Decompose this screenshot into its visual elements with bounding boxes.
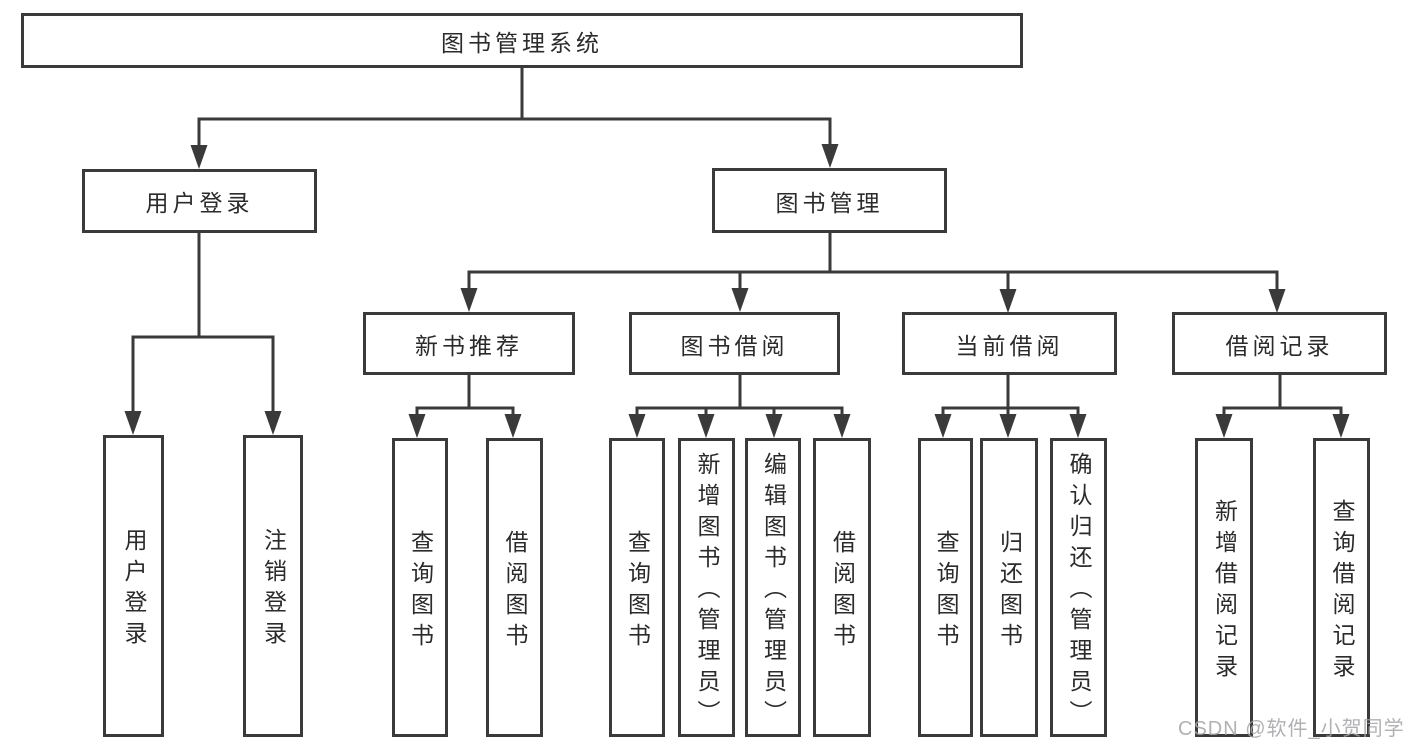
arrowhead-icon — [460, 288, 478, 312]
edge-root-to-level2 — [197, 66, 832, 152]
node-book-management: 图书管理 — [712, 168, 947, 233]
node-user-login: 用户登录 — [82, 169, 317, 233]
arrowhead-icon — [190, 145, 208, 169]
leaf-borrow-query-books: 查询图书 — [609, 438, 665, 737]
leaf-borrow-edit-books-admin: 编辑图书（管理员） — [745, 438, 801, 737]
edge-records-to-leaves — [1222, 373, 1343, 421]
leaf-borrow-add-books-admin: 新增图书（管理员） — [678, 438, 735, 737]
leaf-newrec-query-books: 查询图书 — [392, 438, 448, 737]
arrowhead-icon — [504, 414, 522, 438]
arrowhead-icon — [1332, 414, 1350, 438]
edge-newrec-to-leaves — [415, 373, 515, 421]
arrowhead-icon — [628, 414, 646, 438]
leaf-borrow-borrow-books: 借阅图书 — [813, 438, 871, 737]
arrowhead-icon — [934, 414, 952, 438]
arrowhead-icon — [1215, 414, 1233, 438]
arrowhead-icon — [731, 288, 749, 312]
csdn-watermark: CSDN @软件_小贺同学 — [1178, 718, 1405, 740]
node-book-borrow: 图书借阅 — [629, 312, 840, 375]
arrowhead-icon — [1268, 289, 1286, 313]
leaf-records-add-record: 新增借阅记录 — [1195, 438, 1253, 737]
leaf-user-login: 用户登录 — [103, 435, 164, 737]
arrowhead-icon — [1069, 414, 1087, 438]
edge-borrow-to-leaves — [635, 373, 844, 421]
node-new-book-recommend: 新书推荐 — [363, 312, 575, 375]
arrowhead-icon — [999, 289, 1017, 313]
node-current-borrow: 当前借阅 — [902, 312, 1117, 375]
leaf-current-confirm-return-admin: 确认归还（管理员） — [1050, 438, 1107, 737]
edge-bookmgmt-to-level3 — [467, 231, 1279, 296]
arrowhead-icon — [821, 144, 839, 168]
arrowhead-icon — [999, 414, 1017, 438]
arrowhead-icon — [124, 411, 142, 435]
edge-current-to-leaves — [941, 373, 1080, 421]
node-borrow-records: 借阅记录 — [1172, 312, 1387, 375]
leaf-logout: 注销登录 — [243, 435, 303, 737]
edge-userlogin-to-leaves — [131, 231, 275, 418]
arrowheads — [124, 144, 1350, 438]
leaf-records-query-record: 查询借阅记录 — [1313, 438, 1370, 737]
leaf-current-return-books: 归还图书 — [980, 438, 1038, 737]
arrowhead-icon — [408, 414, 426, 438]
arrowhead-icon — [833, 414, 851, 438]
node-root: 图书管理系统 — [21, 13, 1023, 68]
leaf-current-query-books: 查询图书 — [918, 438, 973, 737]
arrowhead-icon — [765, 414, 783, 438]
arrowhead-icon — [697, 414, 715, 438]
leaf-newrec-borrow-books: 借阅图书 — [486, 438, 543, 737]
arrowhead-icon — [264, 411, 282, 435]
